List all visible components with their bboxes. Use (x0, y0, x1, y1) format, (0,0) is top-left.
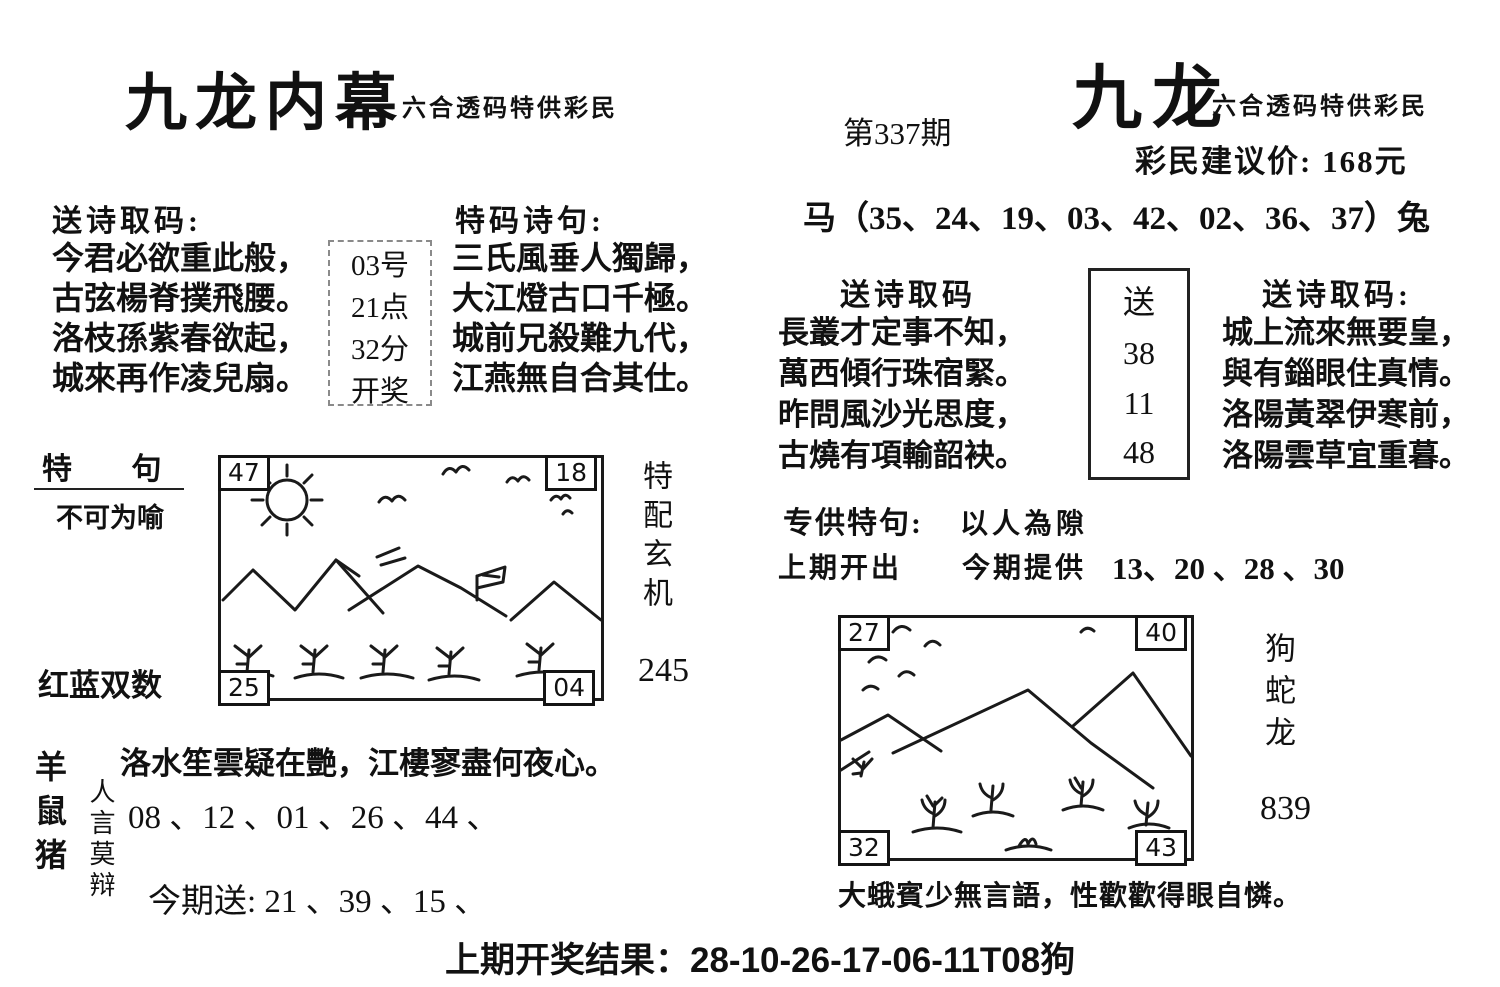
zhuangong-value: 以人為隙 (960, 509, 1089, 540)
left-songshi-heading: 送诗取码: (52, 205, 202, 238)
left-poem-2: 三氏風垂人獨歸， 大江燈古口千極。 城前兄殺難九代， 江燕無自合其仕。 (452, 238, 708, 398)
poem-line: 古燒有項輸韶袂。 (778, 438, 1026, 473)
left-numbers-line: 08 、12 、01 、26 、44 、 (128, 800, 500, 836)
left-tema-heading: 特码诗句: (455, 205, 605, 238)
song-box-row: 送 (1122, 284, 1155, 321)
code-box-row: 开奖 (350, 376, 409, 408)
right-picture-box: 27 40 32 43 (838, 615, 1194, 866)
animals-numbers-line: 马（35、24、19、03、42、02、36、37）兔 (803, 201, 1430, 237)
plant-icon (225, 642, 571, 682)
poem-line: 大江燈古口千極。 (452, 280, 709, 316)
right-songshi-heading-1: 送诗取码 (840, 279, 976, 312)
teju-heading: 特 句 (42, 453, 188, 486)
corner-number: 27 (838, 615, 890, 651)
right-zodiac-vertical: 狗蛇龙 (1260, 632, 1295, 758)
zhuangong-label: 专供特句: (783, 507, 923, 540)
song-box-row: 38 (1123, 335, 1155, 372)
poem-line: 萬西傾行珠宿緊。 (778, 356, 1026, 391)
corner-number: 40 (1135, 615, 1187, 651)
flag-icon (475, 565, 507, 602)
song-number-box: 送 38 11 48 (1088, 268, 1190, 480)
poem-line: 城前兄殺難九代， (452, 320, 709, 356)
price-line: 彩民建议价: 168元 (1135, 144, 1408, 179)
poem-line: 城來再作凌兒扇。 (52, 360, 309, 396)
jinqi-numbers: 13、20 、28 、30 (1112, 551, 1345, 586)
poem-line: 與有錙眼住真情。 (1222, 356, 1470, 391)
left-masthead-title: 九龙内幕 (125, 70, 406, 138)
left-mystery-number: 245 (638, 652, 689, 689)
corner-number: 25 (218, 670, 270, 706)
jinqi-song-line: 今期送: 21 、39 、15 、 (148, 884, 488, 920)
right-caption-line: 大蛾賓少無言語，性歡歡得眼自憐。 (838, 881, 1303, 912)
code-box-row: 03号 (350, 250, 409, 282)
corner-number: 18 (545, 455, 597, 491)
mountain-icon (841, 671, 1191, 790)
hand-drawn-landscape-right (841, 625, 1191, 852)
scribble-mark (375, 546, 407, 567)
left-poem-1: 今君必欲重此般， 古弦楊脊撲飛腰。 洛枝孫紫春欲起， 城來再作凌兒扇。 (52, 238, 308, 398)
bird-icon (861, 625, 1096, 692)
plant-icon (851, 757, 1171, 852)
poem-line: 三氏風垂人獨歸， (452, 240, 709, 276)
poem-line: 洛陽雲草宜重暮。 (1222, 438, 1470, 473)
poem-line: 洛枝孫紫春欲起， (52, 320, 309, 356)
issue-number: 第337期 (843, 116, 952, 151)
poem-line: 城上流來無要皇， (1222, 315, 1470, 350)
song-box-row: 11 (1123, 384, 1155, 421)
code-box-row: 21点 (350, 292, 409, 324)
sun-icon (250, 463, 324, 537)
song-box-row: 48 (1123, 433, 1155, 470)
right-songshi-heading-2: 送诗取码: (1262, 279, 1412, 312)
mountain-icon (221, 558, 601, 622)
middle-poem-line: 洛水笙雲疑在艷，江樓寥盡何夜心。 (120, 746, 616, 781)
poem-line: 昨問風沙光思度， (778, 397, 1026, 432)
corner-number: 04 (543, 670, 595, 706)
right-masthead-subtitle: 六合透码特供彩民 (1212, 94, 1428, 120)
previous-result-line: 上期开奖结果：28-10-26-17-06-11T08狗 (445, 941, 1076, 980)
poem-line: 洛陽黃翠伊寒前， (1222, 397, 1470, 432)
corner-number: 32 (838, 830, 890, 866)
left-zodiac-vertical: 羊鼠猪 (31, 750, 67, 882)
corner-number: 43 (1135, 830, 1187, 866)
left-picture-box: 47 18 25 04 (218, 455, 604, 706)
right-poem-2: 城上流來無要皇， 與有錙眼住真情。 洛陽黃翠伊寒前， 洛陽雲草宜重暮。 (1222, 312, 1470, 476)
hand-drawn-landscape-left (221, 463, 601, 682)
renyan-vertical: 人言莫辩 (86, 778, 115, 902)
teju-value: 不可为喻 (56, 503, 164, 533)
right-mystery-number: 839 (1260, 790, 1311, 827)
poem-line: 今君必欲重此般， (52, 240, 309, 276)
poem-line: 江燕無自合其仕。 (452, 360, 709, 396)
poem-line: 古弦楊脊撲飛腰。 (52, 280, 309, 316)
teju-underline (34, 488, 184, 490)
poem-line: 長叢才定事不知， (778, 315, 1026, 350)
bird-icon (377, 465, 574, 516)
left-code-box: 03号 21点 32分 开奖 (328, 240, 432, 408)
code-box-row: 32分 (350, 334, 409, 366)
jinqi-label: 今期提供 (962, 553, 1087, 584)
honglan-label: 红蓝双数 (38, 668, 162, 703)
right-masthead-title: 九龙 (1072, 61, 1232, 138)
right-poem-1: 長叢才定事不知， 萬西傾行珠宿緊。 昨問風沙光思度， 古燒有項輸韶袂。 (778, 312, 1026, 476)
shangqi-label: 上期开出 (778, 553, 903, 584)
left-mystery-vertical-text: 特配玄机 (638, 460, 671, 616)
corner-number: 47 (218, 455, 270, 491)
left-masthead-subtitle: 六合透码特供彩民 (402, 96, 618, 122)
